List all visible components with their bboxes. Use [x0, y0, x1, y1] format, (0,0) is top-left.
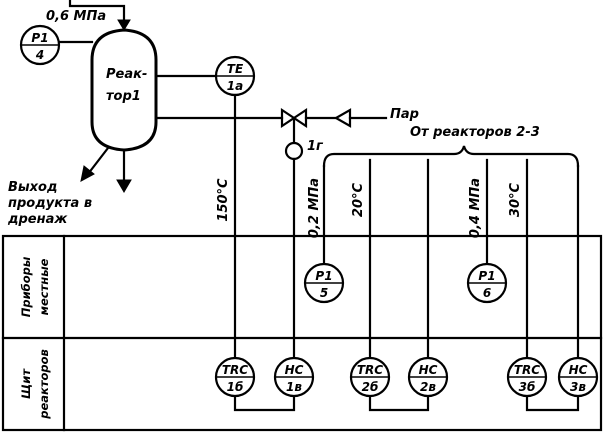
panel-connectors: [233, 394, 580, 412]
hand-control-3v: HC 3в: [557, 356, 599, 398]
hc3v-tag-top: HC: [569, 363, 588, 377]
feed-pressure-label: 0,6 МПа: [46, 9, 106, 24]
product-outlet-arrows: [80, 146, 132, 193]
steam-check-valve: [333, 108, 352, 128]
pi4-tag-top: P1: [31, 31, 48, 45]
pi5-tag-top: P1: [315, 269, 332, 283]
reactor-label-line2: тор1: [106, 89, 141, 104]
instrument-table-frame: [1, 234, 603, 432]
pi5-tag-bottom: 5: [320, 286, 328, 300]
trc3b-tag-bottom: 3б: [519, 380, 536, 394]
pressure-indicator-4: P1 4: [19, 24, 61, 66]
from-reactors-label: От реакторов 2-3: [410, 125, 540, 140]
te1a-tag-top: TE: [227, 62, 244, 76]
pi6-tag-top: P1: [478, 269, 495, 283]
label-150c: 150°С: [216, 178, 231, 222]
product-out-line2: продукта в: [8, 196, 92, 211]
row-label-panel-line2: реакторов: [37, 349, 51, 420]
row-label-local-line2: местные: [37, 258, 51, 315]
steam-label: Пар: [390, 107, 419, 122]
hc3v-tag-bottom: 3в: [570, 380, 586, 394]
pressure-indicator-5: P1 5: [303, 262, 345, 304]
hand-control-2v: HC 2в: [407, 356, 449, 398]
te1a-tag-bottom: 1a: [227, 79, 243, 93]
signal-lines: [233, 93, 580, 360]
controller-trc-3b: TRC 3б: [506, 356, 548, 398]
product-out-line3: дренаж: [7, 212, 68, 227]
label-0-2-mpa: 0,2 МПа: [307, 178, 322, 238]
hc1v-tag-top: HC: [285, 363, 304, 377]
controller-trc-2b: TRC 2б: [349, 356, 391, 398]
label-0-4-mpa: 0,4 МПа: [468, 178, 483, 238]
trc2b-tag-top: TRC: [357, 363, 383, 377]
reactor-vessel: [90, 28, 158, 152]
pi4-tag-bottom: 4: [35, 48, 44, 62]
hc2v-tag-bottom: 2в: [420, 380, 436, 394]
label-30c: 30°С: [508, 182, 523, 217]
from-reactors-brace: [322, 145, 580, 168]
row-label-panel-line1: Щит: [19, 368, 33, 399]
trc1b-tag-top: TRC: [222, 363, 248, 377]
trc3b-tag-top: TRC: [514, 363, 540, 377]
temperature-element-1a: TE 1a: [214, 55, 256, 97]
control-valve-1g: [280, 107, 308, 161]
product-out-line1: Выход: [8, 180, 57, 195]
hand-control-1v: HC 1в: [273, 356, 315, 398]
controller-trc-1b: TRC 1б: [214, 356, 256, 398]
hc1v-tag-bottom: 1в: [286, 380, 302, 394]
feed-line: [68, 0, 131, 31]
label-20c: 20°С: [351, 182, 366, 217]
reactor-label-line1: Реак-: [106, 67, 147, 82]
pi6-tag-bottom: 6: [483, 286, 491, 300]
trc2b-tag-bottom: 2б: [362, 380, 379, 394]
hc2v-tag-top: HC: [419, 363, 438, 377]
valve-tag: 1г: [307, 139, 324, 154]
pressure-indicator-6: P1 6: [466, 262, 508, 304]
row-label-local-line1: Приборы: [19, 256, 33, 317]
trc1b-tag-bottom: 1б: [227, 380, 244, 394]
